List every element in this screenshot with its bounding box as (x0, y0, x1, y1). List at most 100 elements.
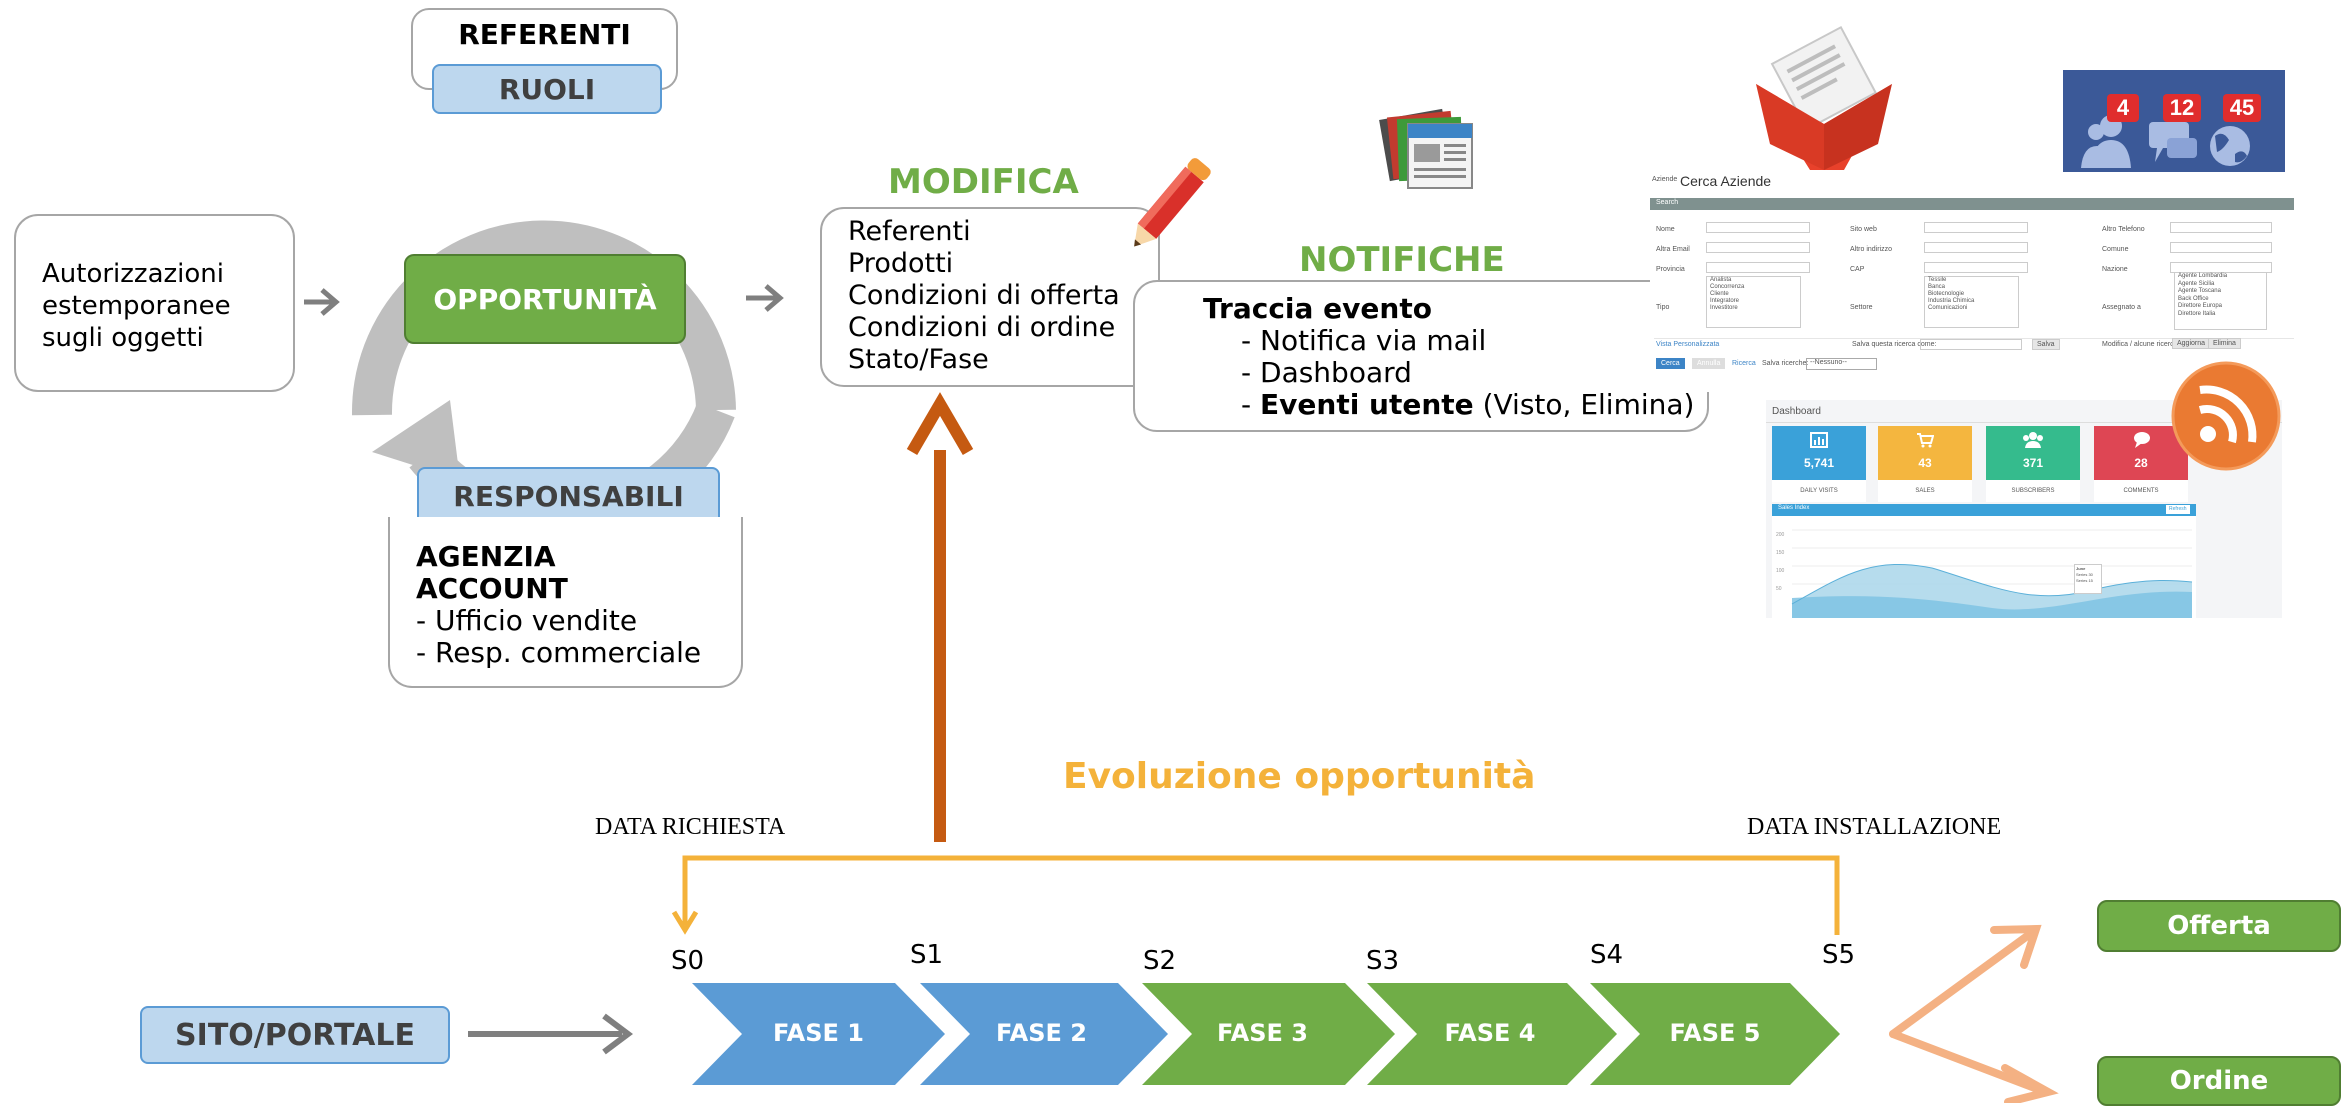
modifica-item: Stato/Fase (848, 344, 989, 375)
option: Direttore Europa (2178, 303, 2223, 309)
search-panel: Aziende Cerca Aziende Search Nome Altra … (1650, 172, 2294, 392)
option: Concorrenza (1710, 284, 1745, 290)
option: Industria Chimica (1928, 298, 1975, 304)
sito-portale-box: SITO/PORTALE (140, 1006, 450, 1064)
pencil-icon (1134, 158, 1211, 247)
timeline-bracket (671, 855, 1840, 935)
option: Integratore (1710, 298, 1740, 304)
messages-icon (2149, 122, 2197, 162)
stage-label: S3 (1366, 946, 1400, 976)
input-provincia[interactable] (1706, 262, 1810, 273)
input-nome[interactable] (1706, 222, 1810, 233)
field-label: Sito web (1850, 226, 1877, 233)
y-tick: 150 (1776, 550, 1785, 556)
save-hint: Salva questa ricerca come: (1852, 341, 1937, 348)
stat-label: SUBSCRIBERS (2011, 488, 2055, 494)
delete-button[interactable]: Elimina (2208, 338, 2241, 349)
notifiche-header: Traccia evento (1203, 292, 1432, 325)
sales-chart-panel: Sales Index Refresh 200 150 100 50 June … (1772, 504, 2196, 618)
search-panel-prefix: Aziende (1652, 176, 1678, 183)
phase-chevron-1 (692, 983, 945, 1085)
input-comune[interactable] (2170, 242, 2272, 253)
dashboard-title: Dashboard (1772, 406, 1821, 417)
stat-label: SALES (1915, 488, 1935, 494)
stat-card: 371 SUBSCRIBERS (1986, 426, 2080, 502)
save-button[interactable]: Salva (2032, 339, 2060, 350)
stat-card-header: 28 (2094, 426, 2188, 480)
input-altra-email[interactable] (1706, 242, 1810, 253)
search-panel-bar-label: Search (1656, 199, 1679, 206)
select-tipo[interactable]: Analista Concorrenza Cliente Integratore… (1706, 276, 1801, 328)
search-panel-bar: Search (1650, 198, 2294, 210)
stat-value: 28 (2134, 456, 2148, 470)
option: Back Office (2178, 295, 2209, 302)
stage-label: S1 (910, 940, 944, 970)
field-label: Assegnato a (2102, 304, 2141, 311)
ordine-box: Ordine (2097, 1056, 2341, 1106)
notifiche-title: NOTIFICHE (1299, 240, 1505, 280)
notifiche-item-eventi: - Eventi utente (Visto, Elimina) (1203, 389, 1694, 421)
badge-friends: 4 (2107, 94, 2139, 122)
annulla-button[interactable]: Annulla (1692, 358, 1726, 369)
arrow-timeline-to-modifica (906, 392, 974, 842)
select-assegnato[interactable]: Agente Lombardia Agente Sicilia Agente T… (2174, 272, 2267, 330)
social-icons (2081, 115, 2250, 168)
agenzia-item-1: - Ufficio vendite (416, 604, 638, 637)
series-area-2 (1792, 591, 2192, 618)
stat-value: 371 (2022, 456, 2044, 470)
modifica-title: MODIFICA (888, 162, 1079, 202)
cycle-arrow-head (372, 400, 460, 480)
field-label: Provincia (1656, 266, 1685, 273)
save-name-input[interactable] (1920, 339, 2022, 350)
y-tick: 200 (1776, 532, 1785, 538)
y-tick: 50 (1776, 586, 1782, 592)
autorizzazioni-text: Autorizzazioni estemporanee sugli oggett… (42, 258, 231, 354)
separator (1654, 338, 2294, 339)
modifica-item: Condizioni di ordine (848, 312, 1116, 343)
input-altro-telefono[interactable] (2170, 222, 2272, 233)
stat-value: 5,741 (1803, 456, 1835, 470)
field-label: Settore (1850, 304, 1873, 311)
notifiche-item: - Notifica via mail (1241, 324, 1487, 357)
input-altro-indirizzo[interactable] (1924, 242, 2028, 253)
cerca-button[interactable]: Cerca (1656, 358, 1685, 369)
field-label: Comune (2102, 246, 2129, 253)
input-sito-web[interactable] (1924, 222, 2028, 233)
eventi-rest: (Visto, Elimina) (1473, 388, 1695, 421)
badge-globe: 45 (2223, 94, 2261, 122)
saved-label: Salva ricerche: (1762, 360, 1809, 367)
stat-label: DAILY VISITS (1800, 488, 1838, 494)
select-settore[interactable]: Tessile Banca Biotecnologie Industria Ch… (1924, 276, 2019, 328)
field-label: Nome (1656, 226, 1675, 233)
eventi-prefix: - (1241, 388, 1261, 421)
sales-chart-y-ticks: 200 150 100 50 (1776, 526, 1784, 598)
arrow-cycle-to-modifica (746, 284, 784, 312)
saved-select[interactable]: --Nessuno-- (1806, 358, 1877, 370)
search-fields-mid: Sito web Altro indirizzo CAP Settore (1850, 220, 1892, 318)
dashboard-rule (1766, 422, 2282, 423)
arrow-autorizzazioni-to-cycle (304, 288, 340, 316)
tooltip-title: June (2076, 566, 2086, 571)
field-label: Altro Telefono (2102, 226, 2145, 233)
field-label: Nazione (2102, 266, 2128, 273)
agenzia-item-2: - Resp. commerciale (416, 636, 702, 669)
phase-label: FASE 4 (1444, 1019, 1536, 1047)
vista-personalizzata-link[interactable]: Vista Personalizzata (1656, 341, 1720, 348)
users-icon (2023, 432, 2043, 448)
notifiche-connector (1540, 280, 1650, 282)
timeline-title: Evoluzione opportunità (1063, 756, 1536, 797)
stage-label: S5 (1822, 940, 1856, 970)
mail-icon (1756, 25, 1892, 170)
timeline-end-label: DATA INSTALLAZIONE (1747, 814, 2002, 840)
bar-chart-icon (1810, 432, 1828, 448)
arrow-sito-to-phases (468, 1013, 633, 1055)
field-label: Altro indirizzo (1850, 246, 1893, 253)
sales-chart-button[interactable]: Refresh (2166, 505, 2190, 514)
input-cap[interactable] (1924, 262, 2028, 273)
field-label: CAP (1850, 266, 1865, 273)
ricerca-link[interactable]: Ricerca (1732, 360, 1756, 367)
update-button[interactable]: Aggiorna (2172, 338, 2211, 349)
agenzia-title-2: ACCOUNT (416, 572, 568, 605)
rss-icon (2171, 361, 2281, 471)
